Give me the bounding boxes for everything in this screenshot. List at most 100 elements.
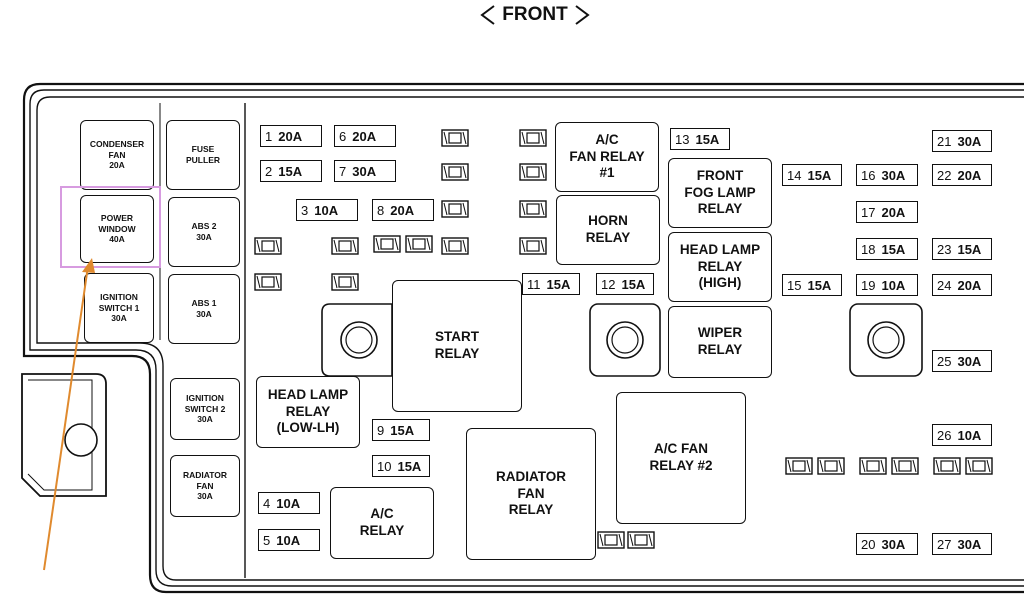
horn-relay[interactable]: HORN RELAY — [556, 195, 660, 265]
power-window-highlight — [60, 186, 161, 268]
ac-fan-relay-2-label: A/C FAN RELAY #2 — [649, 441, 713, 473]
front-fog-lamp-relay-label: FRONT FOG LAMP RELAY — [684, 167, 756, 217]
ignition-switch-1-fuse[interactable]: IGNITION SWITCH 1 30A — [84, 273, 154, 343]
radiator-fan-relay-label: RADIATOR FAN RELAY — [496, 468, 566, 518]
fuse-number: 24 — [937, 277, 952, 293]
fuse-amperage: 15A — [546, 276, 571, 292]
fuse-10[interactable]: 10 15A — [372, 455, 430, 477]
fuse-number: 6 — [339, 128, 347, 144]
fuse-13[interactable]: 13 15A — [670, 128, 730, 150]
wiper-relay[interactable]: WIPER RELAY — [668, 306, 772, 378]
mini-fuse-icon — [933, 457, 961, 475]
fuse-number: 10 — [377, 458, 392, 474]
start-relay[interactable]: START RELAY — [392, 280, 522, 412]
fuse-number: 18 — [861, 241, 876, 257]
head-lamp-relay-low-label: HEAD LAMP RELAY (LOW-LH) — [267, 386, 349, 436]
power-window-fuse[interactable]: POWER WINDOW 40A — [80, 195, 154, 263]
fuse-number: 23 — [937, 241, 952, 257]
mini-fuse-icon — [331, 273, 359, 291]
fuse-amperage: 30A — [352, 163, 377, 179]
ac-fan-relay-1[interactable]: A/C FAN RELAY #1 — [555, 122, 659, 192]
front-fog-lamp-relay[interactable]: FRONT FOG LAMP RELAY — [668, 158, 772, 228]
front-right-chevron-icon — [575, 5, 590, 25]
radiator-fan-fuse-label: RADIATOR FAN 30A — [182, 470, 228, 502]
radiator-fan-relay[interactable]: RADIATOR FAN RELAY — [466, 428, 596, 560]
head-lamp-relay-high-label: HEAD LAMP RELAY (HIGH) — [679, 241, 761, 291]
mini-fuse-icon — [405, 235, 433, 253]
mini-fuse-icon — [254, 237, 282, 255]
mini-fuse-icon — [254, 273, 282, 291]
abs-2-fuse[interactable]: ABS 2 30A — [168, 197, 240, 267]
fuse-amperage: 15A — [278, 163, 303, 179]
fuse-amperage: 15A — [397, 458, 422, 474]
fuse-24[interactable]: 24 20A — [932, 274, 992, 296]
ac-fan-relay-2[interactable]: A/C FAN RELAY #2 — [616, 392, 746, 524]
mounting-hole-icon — [321, 303, 393, 377]
mini-fuse-icon — [891, 457, 919, 475]
front-label: FRONT — [502, 4, 568, 25]
ac-fan-relay-1-label: A/C FAN RELAY #1 — [569, 131, 645, 181]
mounting-hole-icon — [589, 303, 661, 377]
fuse-amperage: 15A — [957, 241, 982, 257]
head-lamp-relay-low[interactable]: HEAD LAMP RELAY (LOW-LH) — [256, 376, 360, 448]
ac-relay[interactable]: A/C RELAY — [330, 487, 434, 559]
fuse-18[interactable]: 18 15A — [856, 238, 918, 260]
fuse-number: 13 — [675, 131, 690, 147]
fuse-amperage: 30A — [881, 536, 906, 552]
head-lamp-relay-high[interactable]: HEAD LAMP RELAY (HIGH) — [668, 232, 772, 302]
fuse-amperage: 15A — [881, 241, 906, 257]
fuse-puller[interactable]: FUSE PULLER — [166, 120, 240, 190]
fuse-amperage: 20A — [957, 277, 982, 293]
fuse-23[interactable]: 23 15A — [932, 238, 992, 260]
fuse-number: 16 — [861, 167, 876, 183]
mini-fuse-icon — [519, 237, 547, 255]
fuse-number: 3 — [301, 202, 309, 218]
ignition-switch-2-fuse[interactable]: IGNITION SWITCH 2 30A — [170, 378, 240, 440]
mini-fuse-icon — [859, 457, 887, 475]
fuse-amperage: 15A — [695, 131, 720, 147]
mini-fuse-icon — [519, 200, 547, 218]
fuse-amperage: 30A — [957, 353, 982, 369]
mini-fuse-icon — [519, 163, 547, 181]
fuse-number: 20 — [861, 536, 876, 552]
radiator-fan-fuse[interactable]: RADIATOR FAN 30A — [170, 455, 240, 517]
fuse-amperage: 15A — [807, 277, 832, 293]
fuse-number: 27 — [937, 536, 952, 552]
mini-fuse-icon — [441, 200, 469, 218]
mini-fuse-icon — [965, 457, 993, 475]
fuse-number: 11 — [527, 276, 541, 292]
abs-1-fuse[interactable]: ABS 1 30A — [168, 274, 240, 344]
fuse-11[interactable]: 11 15A — [522, 273, 580, 295]
condenser-fan-fuse[interactable]: CONDENSER FAN 20A — [80, 120, 154, 190]
fuse-amperage: 10A — [957, 427, 982, 443]
fuse-number: 2 — [265, 163, 273, 179]
abs-1-label: ABS 1 30A — [191, 298, 217, 319]
fuse-amperage: 20A — [278, 128, 303, 144]
power-window-label: POWER WINDOW 40A — [98, 213, 136, 245]
abs-2-label: ABS 2 30A — [191, 221, 217, 242]
fuse-number: 8 — [377, 202, 385, 218]
fuse-number: 12 — [601, 276, 616, 292]
fuse-amperage: 20A — [881, 204, 906, 220]
fuse-20[interactable]: 20 30A — [856, 533, 918, 555]
fuse-2[interactable]: 2 15A — [260, 160, 322, 182]
